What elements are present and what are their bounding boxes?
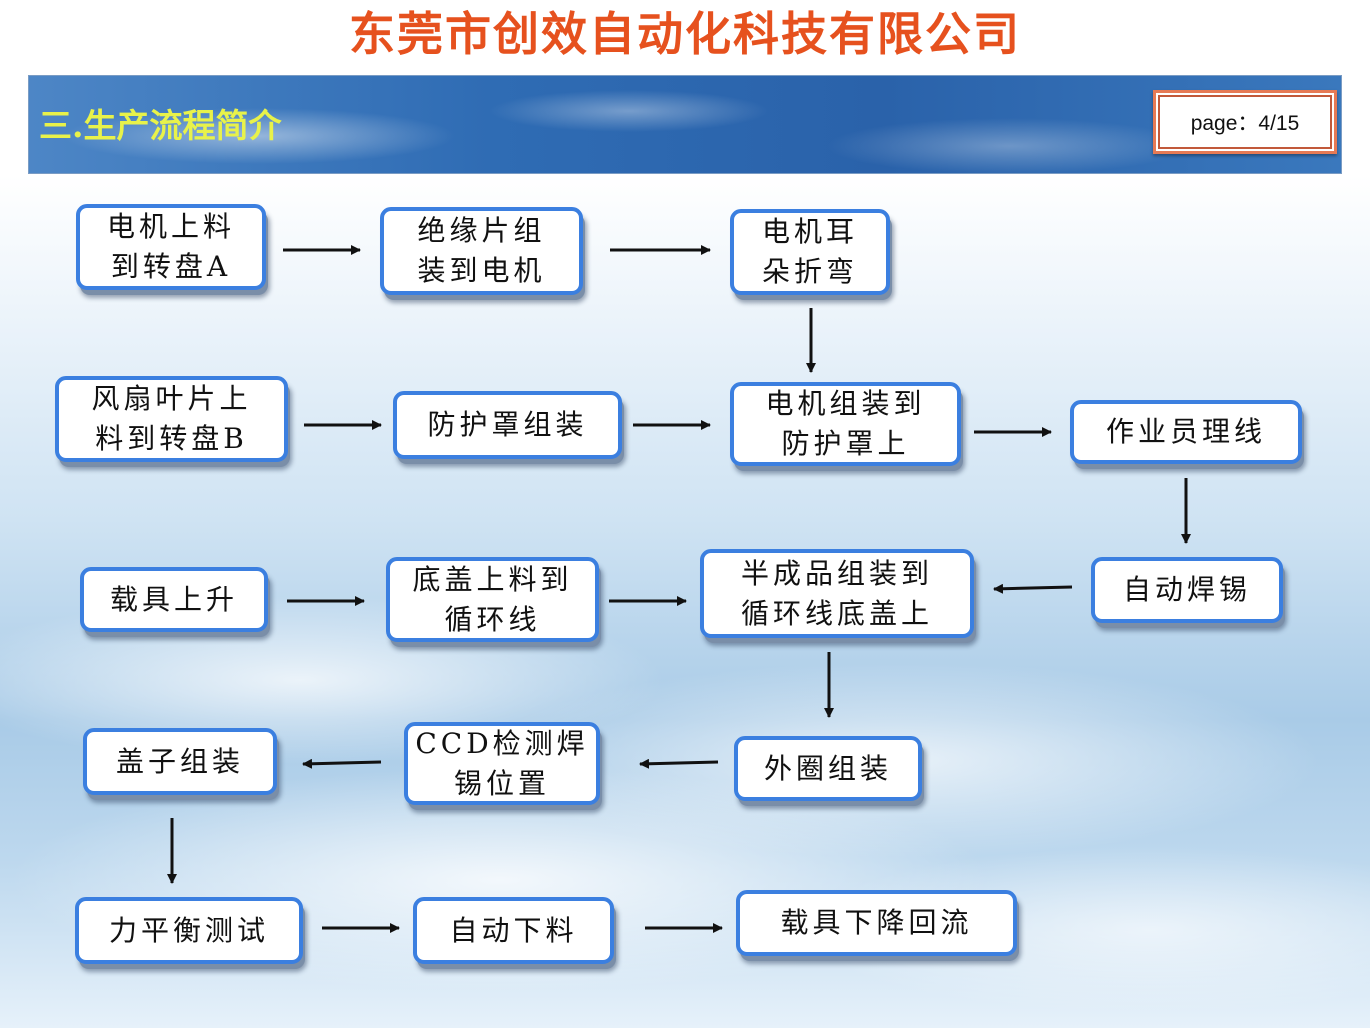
section-title: 三.生产流程简介 xyxy=(39,106,282,145)
step-fan-blade-loading-b: 风扇叶片上 料到转盘B xyxy=(55,376,288,462)
step-base-loading: 底盖上料到 循环线 xyxy=(386,557,599,642)
arrow-s8-s9 xyxy=(993,583,1073,594)
step-auto-unloading: 自动下料 xyxy=(413,897,614,964)
arrow-s12-s13 xyxy=(639,758,719,769)
step-auto-soldering: 自动焊锡 xyxy=(1091,557,1283,623)
step-carrier-up: 载具上升 xyxy=(80,567,268,632)
header-banner: 三.生产流程简介 page：4/15 xyxy=(28,75,1342,174)
step-motor-loading-a: 电机上料 到转盘A xyxy=(76,204,266,290)
company-title: 东莞市创效自动化科技有限公司 xyxy=(349,7,1021,61)
step-cover-assembly: 盖子组装 xyxy=(83,728,277,795)
page-indicator: page：4/15 xyxy=(1153,90,1337,154)
step-motor-to-guard: 电机组装到 防护罩上 xyxy=(730,382,961,466)
step-ccd-inspection: CCD检测焊 锡位置 xyxy=(404,722,600,805)
step-carrier-return: 载具下降回流 xyxy=(736,890,1017,956)
step-operator-wiring: 作业员理线 xyxy=(1070,400,1302,464)
step-motor-ear-bending: 电机耳 朵折弯 xyxy=(730,209,890,295)
step-insulation-assembly: 绝缘片组 装到电机 xyxy=(380,207,583,295)
step-outer-ring-assembly: 外圈组装 xyxy=(734,736,922,801)
step-semi-finished-to-base: 半成品组装到 循环线底盖上 xyxy=(700,549,974,638)
step-balance-test: 力平衡测试 xyxy=(75,897,303,964)
arrow-s13-s14 xyxy=(302,758,382,769)
step-guard-assembly: 防护罩组装 xyxy=(393,391,622,459)
